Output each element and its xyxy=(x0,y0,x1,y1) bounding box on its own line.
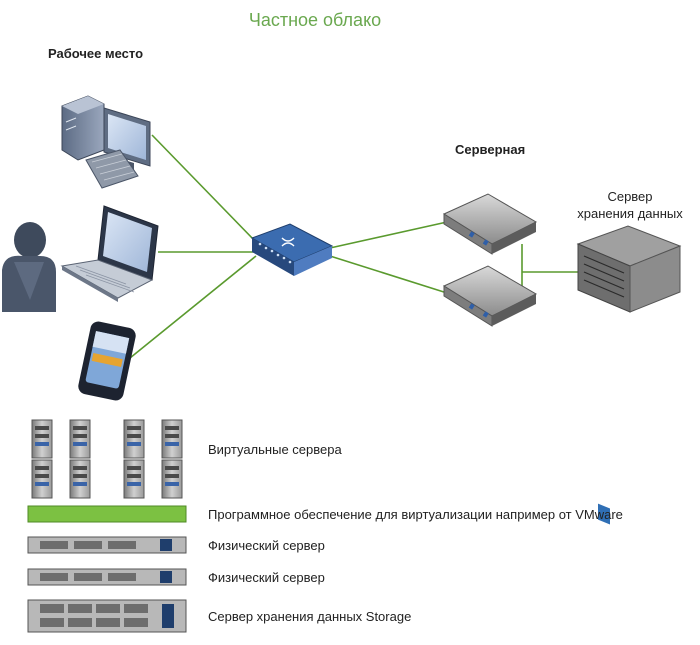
laptop-icon xyxy=(60,205,159,302)
physical-server-1-icon xyxy=(27,536,187,554)
smartphone-icon xyxy=(78,321,136,401)
legend-storage-server: Сервер хранения данных Storage xyxy=(208,609,412,624)
server-room-label: Серверная xyxy=(455,142,526,157)
diagram-title: Частное облако xyxy=(248,10,382,30)
network-switch-icon xyxy=(250,223,334,276)
legend-virtualization-software: Программное обеспечение для виртуализаци… xyxy=(208,507,623,522)
link-switch-server1 xyxy=(329,221,448,249)
storage-server-icon xyxy=(576,225,682,525)
vm-icon-6 xyxy=(69,459,91,499)
physical-server-2-icon xyxy=(27,568,187,586)
storage-label-line1: Сервер xyxy=(607,189,653,204)
storage-label-line2: хранения данных xyxy=(577,206,683,221)
vm-icon-1 xyxy=(31,419,53,459)
link-switch-server2 xyxy=(329,255,448,294)
virtualization-software-bar xyxy=(27,505,187,523)
user-icon xyxy=(2,222,56,312)
workplace-label: Рабочее место xyxy=(48,46,144,61)
vm-icon-7 xyxy=(123,459,145,499)
desktop-computer-icon xyxy=(61,95,151,189)
storage-label: Сервер хранения данных xyxy=(560,188,700,222)
network-links xyxy=(129,134,582,359)
link-phone-switch xyxy=(129,255,257,359)
storage-server-unit-icon xyxy=(27,599,187,633)
virtual-servers-icons xyxy=(31,419,183,499)
vm-icon-5 xyxy=(31,459,53,499)
rack-server-1-icon xyxy=(442,193,538,255)
vm-icon-8 xyxy=(161,459,183,499)
link-desktop-switch xyxy=(151,134,257,243)
vm-icon-4 xyxy=(161,419,183,459)
legend-physical-server-1: Физический сервер xyxy=(208,538,325,553)
vm-icon-2 xyxy=(69,419,91,459)
vm-icon-3 xyxy=(123,419,145,459)
legend-virtual-servers: Виртуальные сервера xyxy=(208,442,342,457)
legend-physical-server-2: Физический сервер xyxy=(208,570,325,585)
rack-server-2-icon xyxy=(442,265,538,327)
